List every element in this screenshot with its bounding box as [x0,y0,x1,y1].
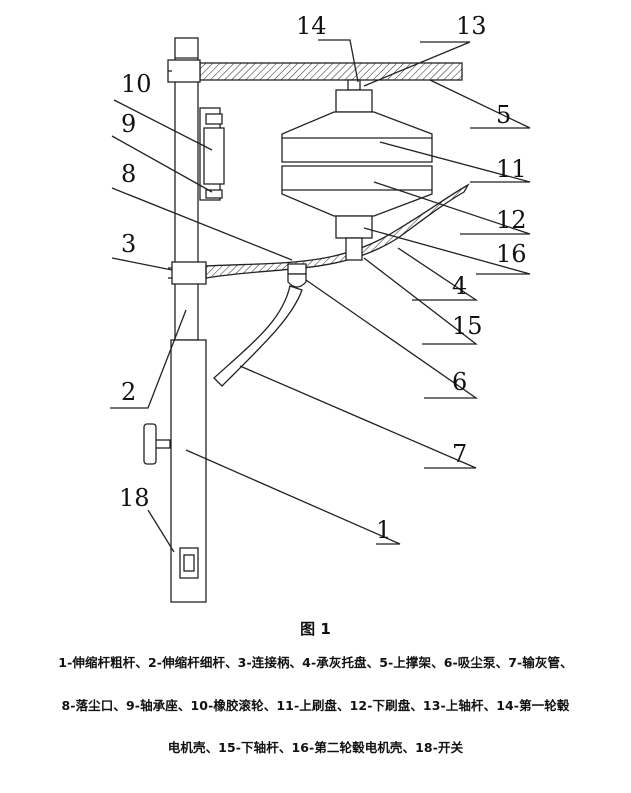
legend-line: 电机壳、15-下轴杆、16-第二轮毂电机壳、18-开关 [167,740,464,755]
label-5: 5 [496,101,511,129]
dust-outlet [287,263,307,275]
upper-brush-disc [281,111,433,163]
label-6: 6 [452,368,467,396]
legend-line: 8-落尘口、9-轴承座、10-橡胶滚轮、11-上刷盘、12-下刷盘、13-上轴杆… [61,698,570,713]
rubber-roller [203,127,225,185]
leader-lines [110,39,531,553]
lower-brush-disc [281,165,433,217]
label-10: 10 [121,70,152,98]
lower-shaft [345,237,363,261]
label-14: 14 [296,12,327,40]
connecting-handle [171,261,207,285]
label-3: 3 [121,230,136,258]
figure-title: 图 1 [300,620,331,638]
label-11: 11 [496,155,527,183]
label-12: 12 [496,206,527,234]
label-4: 4 [452,272,467,300]
label-2: 2 [121,378,136,406]
side-knob [154,439,171,449]
first-hub-motor-housing [335,89,373,113]
label-18: 18 [119,484,150,512]
second-hub-motor-housing [335,215,373,239]
dust-tray [205,183,470,279]
vacuum-pump [287,273,307,288]
rod-top-clamp [167,59,201,83]
label-16: 16 [496,240,527,268]
telescopic-thin-rod [174,37,199,341]
legend-line: 1-伸缩杆粗杆、2-伸缩杆细杆、3-连接柄、4-承灰托盘、5-上撑架、6-吸尘泵… [58,655,573,670]
ash-delivery-pipe [213,285,303,387]
label-8: 8 [121,160,136,188]
label-15: 15 [452,312,483,340]
upper-support-bracket [199,62,463,81]
label-1: 1 [376,516,391,544]
label-9: 9 [121,110,136,138]
label-13: 13 [456,12,487,40]
label-7: 7 [452,440,467,468]
patent-figure: 14 13 10 5 9 11 8 12 3 16 4 15 2 6 7 18 … [110,12,531,603]
